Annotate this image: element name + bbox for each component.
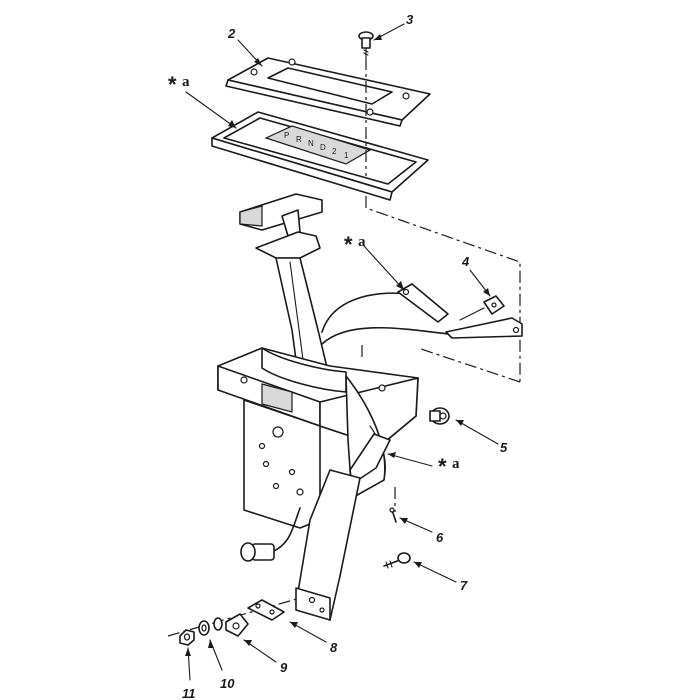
gear-letter: P bbox=[284, 131, 289, 140]
callout-number: 10 bbox=[220, 676, 235, 691]
gear-letter: 1 bbox=[344, 151, 349, 160]
bushing bbox=[429, 407, 450, 425]
cable-clip bbox=[459, 295, 505, 321]
bolt bbox=[383, 552, 411, 569]
callout-labels: 2 3 4 5 6 7 8 9 10 11 bbox=[182, 12, 508, 700]
note-asterisk: * bbox=[344, 232, 353, 257]
cover-plate bbox=[225, 57, 431, 127]
link-plate bbox=[247, 599, 285, 621]
gear-letter: 2 bbox=[332, 147, 337, 156]
retainer-clip bbox=[225, 613, 249, 637]
washer bbox=[198, 617, 223, 636]
leader-lines bbox=[185, 23, 499, 681]
gear-letter: R bbox=[296, 135, 302, 144]
note-letter: a bbox=[182, 74, 190, 90]
wire-harness bbox=[240, 507, 301, 562]
cotter-pin bbox=[389, 507, 397, 523]
side-plate bbox=[243, 399, 321, 529]
callout-number: 8 bbox=[330, 640, 338, 655]
detent-quadrant bbox=[345, 375, 391, 501]
support-arm bbox=[295, 469, 361, 621]
note-letter: a bbox=[358, 234, 366, 250]
shift-lever bbox=[239, 193, 331, 391]
screw bbox=[358, 31, 374, 59]
callout-number: 11 bbox=[182, 686, 196, 700]
callout-number: 5 bbox=[500, 440, 508, 455]
callout-number: 9 bbox=[280, 660, 288, 675]
shift-cable bbox=[321, 283, 523, 345]
note-marks: * a * a * a bbox=[168, 72, 460, 479]
note-letter: a bbox=[452, 456, 460, 472]
note-asterisk: * bbox=[438, 454, 447, 479]
callout-number: 3 bbox=[406, 12, 414, 27]
gear-letter: N bbox=[308, 139, 314, 148]
note-asterisk: * bbox=[168, 72, 177, 97]
gear-letter: D bbox=[320, 143, 326, 152]
nut bbox=[179, 629, 195, 646]
callout-number: 7 bbox=[460, 578, 468, 593]
callout-number: 6 bbox=[436, 530, 444, 545]
callout-number: 2 bbox=[227, 26, 236, 41]
indicator-bezel: P R N D 2 1 bbox=[211, 111, 429, 201]
callout-number: 4 bbox=[461, 254, 470, 269]
